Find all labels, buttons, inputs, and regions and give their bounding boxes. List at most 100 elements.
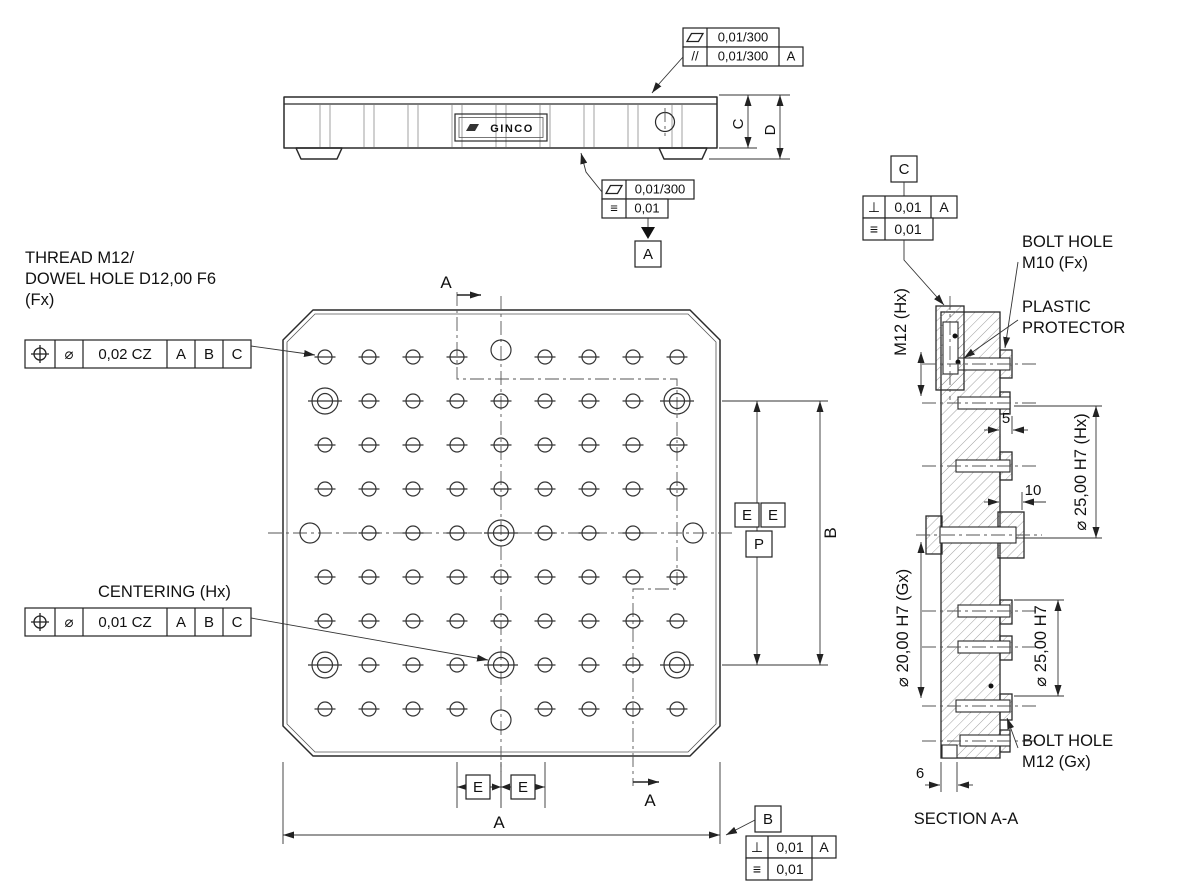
- small-hole: [578, 657, 600, 673]
- large-hole: [308, 651, 342, 679]
- small-hole: [446, 613, 468, 629]
- plastic-protector-note: PLASTIC PROTECTOR: [963, 298, 1125, 359]
- small-hole: [490, 613, 512, 629]
- small-hole: [534, 613, 556, 629]
- section-mark-bottom: A: [644, 791, 656, 810]
- small-hole: [314, 481, 336, 497]
- gdt-flatness-mid: 0,01/300: [601, 179, 695, 200]
- side-view-hole-ticks: [319, 105, 683, 147]
- small-hole: [358, 481, 380, 497]
- small-hole: [402, 657, 424, 673]
- section-view: [916, 296, 1042, 759]
- small-hole: [402, 349, 424, 365]
- plate-inner-edge: [286, 313, 717, 753]
- gdt-datum-ref: A: [819, 839, 829, 855]
- small-hole: [402, 481, 424, 497]
- gdt-datum-ref: C: [232, 614, 243, 631]
- gdt-tolerance: 0,02 CZ: [98, 346, 151, 363]
- dim-5: 5: [1002, 410, 1010, 427]
- small-hole: [358, 349, 380, 365]
- small-hole: [402, 393, 424, 409]
- bolt-dot: [988, 683, 994, 689]
- small-hole: [578, 525, 600, 541]
- gdt-tolerance: 0,01/300: [635, 182, 686, 197]
- small-hole: [578, 613, 600, 629]
- gdt-datum-ref: A: [939, 199, 949, 215]
- gdt-datum-ref: A: [787, 49, 796, 64]
- small-hole: [402, 525, 424, 541]
- centering-note: CENTERING (Hx): [98, 583, 231, 601]
- large-hole: [484, 519, 518, 547]
- dim-E: E: [518, 779, 528, 796]
- small-hole: [534, 393, 556, 409]
- plastic-protector-dot: [955, 359, 961, 365]
- thread-note-line3: (Fx): [25, 291, 54, 309]
- large-hole: [660, 387, 694, 415]
- edge-hole: [682, 522, 704, 544]
- fcf-position-centering: ⌀ 0,01 CZ A B C: [24, 607, 489, 662]
- symmetry-icon: ≡: [870, 221, 878, 237]
- bolt-hole-m12-line1: BOLT HOLE: [1022, 732, 1113, 750]
- dim-6: 6: [916, 765, 924, 782]
- section-cut-line: [456, 292, 678, 786]
- plastic-protector-line1: PLASTIC: [1022, 298, 1091, 316]
- small-hole: [666, 613, 688, 629]
- datum-triangle-icon: [641, 227, 655, 239]
- thread-note-line1: THREAD M12/: [25, 249, 135, 267]
- small-hole: [446, 569, 468, 585]
- datum-B-group: B: [725, 805, 782, 836]
- datum-C-group: C: [890, 155, 918, 196]
- small-hole: [358, 437, 380, 453]
- dim-A: A: [493, 813, 505, 832]
- small-hole: [446, 481, 468, 497]
- bolt-hole-m10-line2: M10 (Fx): [1022, 254, 1088, 272]
- bolt-hole-m10-line1: BOLT HOLE: [1022, 233, 1113, 251]
- thread-note-line2: DOWEL HOLE D12,00 F6: [25, 270, 216, 288]
- small-hole: [402, 701, 424, 717]
- foot-left: [295, 147, 343, 160]
- gdt-tolerance: 0,01 CZ: [98, 614, 151, 631]
- large-hole: [308, 387, 342, 415]
- small-hole: [446, 393, 468, 409]
- gdt-datum-ref: A: [176, 346, 186, 363]
- small-hole: [578, 437, 600, 453]
- gdt-symmetry-bottom: ≡ 0,01: [745, 857, 813, 881]
- gdt-perpendicularity-right: ⊥ 0,01 A: [862, 195, 958, 219]
- small-hole: [358, 525, 380, 541]
- plate-outline: [282, 309, 721, 757]
- small-hole: [622, 701, 644, 717]
- small-hole: [490, 393, 512, 409]
- dia20-h7-gx-label: ⌀ 20,00 H7 (Gx): [894, 569, 912, 687]
- small-hole: [578, 481, 600, 497]
- equal-spacing-boxes-right: E E P: [734, 502, 786, 558]
- small-hole: [402, 613, 424, 629]
- small-hole: [622, 613, 644, 629]
- gdt-datum-ref: B: [204, 346, 214, 363]
- dim-P: P: [754, 536, 764, 553]
- small-hole: [358, 613, 380, 629]
- side-view: GINCO: [283, 96, 718, 160]
- small-hole: [622, 437, 644, 453]
- small-hole: [446, 657, 468, 673]
- small-hole: [314, 569, 336, 585]
- fcf-position-thread: ⌀ 0,02 CZ A B C: [24, 339, 316, 369]
- bolt-hole-m12-note: BOLT HOLE M12 (Gx): [1006, 717, 1113, 771]
- bolt-hole-m12-line2: M12 (Gx): [1022, 753, 1091, 771]
- flatness-icon: [685, 32, 705, 43]
- small-hole: [358, 701, 380, 717]
- small-hole: [534, 657, 556, 673]
- large-hole: [484, 651, 518, 679]
- position-icon: [31, 613, 49, 631]
- small-hole: [314, 349, 336, 365]
- small-hole: [578, 569, 600, 585]
- plan-dimensions: [282, 400, 828, 844]
- symmetry-icon: ≡: [610, 201, 618, 216]
- perpendicularity-icon: ⊥: [751, 839, 763, 855]
- small-hole: [490, 437, 512, 453]
- thread-note: THREAD M12/ DOWEL HOLE D12,00 F6 (Fx): [25, 249, 216, 309]
- small-hole: [666, 481, 688, 497]
- small-hole: [534, 437, 556, 453]
- edge-hole: [490, 339, 512, 361]
- gdt-right-leader: [903, 240, 945, 306]
